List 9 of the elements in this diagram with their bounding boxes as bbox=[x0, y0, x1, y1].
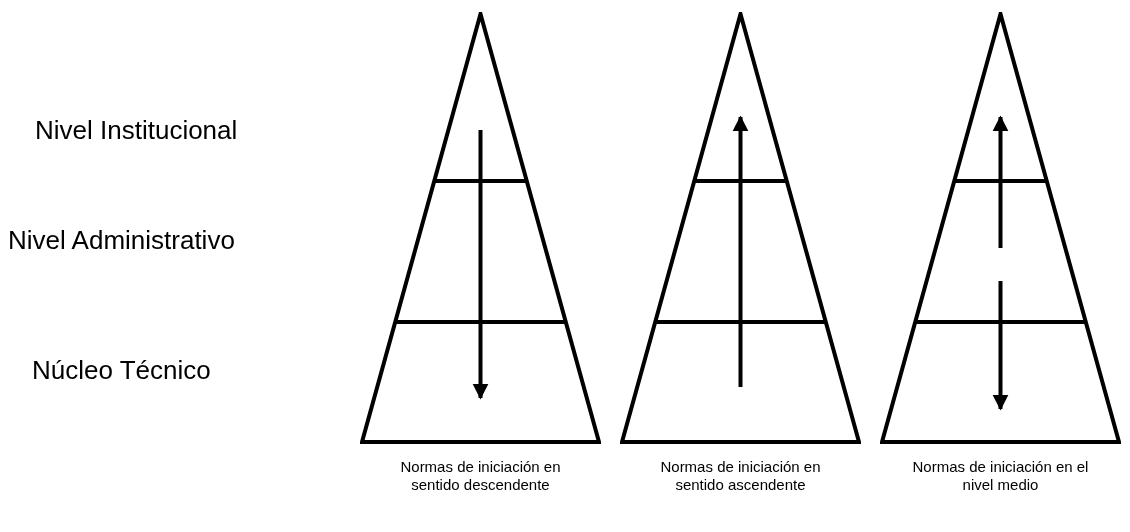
level-label: Nivel Institucional bbox=[35, 115, 238, 146]
level-label: Núcleo Técnico bbox=[32, 355, 211, 386]
node-label: Normas de iniciación en sentido descendente bbox=[399, 458, 562, 494]
node-label: Normas de iniciación en sentido ascendente bbox=[659, 458, 822, 494]
triangle-shape bbox=[880, 12, 1121, 444]
triangle-shape bbox=[360, 12, 601, 444]
triangle-shape bbox=[620, 12, 861, 444]
node-label: Normas de iniciación en el nivel medio bbox=[911, 458, 1090, 494]
level-label: Nivel Administrativo bbox=[8, 225, 235, 256]
